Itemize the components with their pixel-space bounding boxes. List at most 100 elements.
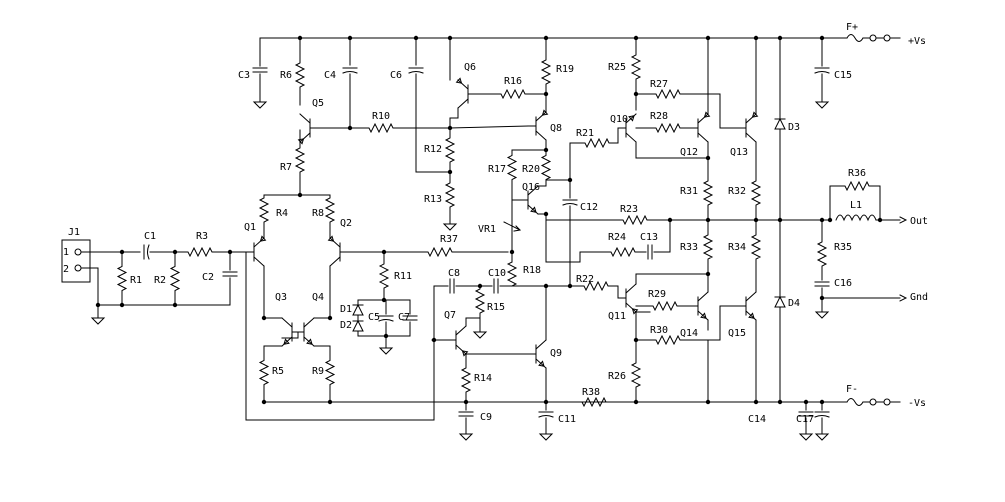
- junction-dot: [509, 249, 515, 255]
- resistor-r5: [258, 354, 270, 391]
- resistor-r6: [294, 54, 306, 96]
- capacitor-c17: [814, 411, 830, 418]
- j1-pin2: [74, 264, 82, 272]
- junction-dot: [95, 302, 101, 308]
- label-q1: Q1: [244, 222, 256, 233]
- resistor-r11: [378, 261, 390, 291]
- resistor-r18: [506, 261, 518, 287]
- label-r27: R27: [650, 79, 668, 90]
- ground-symbol: [458, 427, 474, 441]
- wire: [653, 219, 671, 253]
- label-q5: Q5: [312, 98, 324, 109]
- junction-dot: [347, 125, 353, 131]
- label-q16: Q16: [522, 182, 540, 193]
- capacitor-c6: [408, 67, 424, 74]
- capacitor-c9: [458, 411, 474, 417]
- resistor-r26: [630, 359, 642, 391]
- resistor-r4: [258, 194, 270, 226]
- label-d1: D1: [340, 304, 352, 315]
- transistor-q5: [299, 113, 319, 143]
- label-r23: R23: [620, 204, 638, 215]
- connector-j1: [61, 239, 91, 283]
- label-r33: R33: [680, 242, 698, 253]
- junction-dot: [463, 399, 469, 405]
- label-vr1: VR1: [478, 224, 496, 235]
- transistor-q3-arrow: [283, 338, 290, 345]
- junction-dot: [477, 283, 483, 289]
- resistor-r12: [444, 134, 456, 166]
- resistor-r27: [651, 88, 685, 100]
- label-r9: R9: [312, 366, 324, 377]
- label-r26: R26: [608, 371, 626, 382]
- junction-dot: [819, 399, 825, 405]
- resistor-r32: [750, 177, 762, 209]
- resistor-r24: [609, 246, 637, 258]
- wire: [263, 345, 283, 356]
- junction-dot: [753, 217, 759, 223]
- capacitor-c10: [493, 278, 499, 294]
- junction-dot: [705, 399, 711, 405]
- label-r10: R10: [372, 111, 390, 122]
- label-r4: R4: [276, 208, 288, 219]
- junction-dot: [633, 399, 639, 405]
- junction-dot: [381, 297, 387, 303]
- capacitor-c5: [378, 315, 394, 322]
- capacitor-c7: [402, 315, 418, 321]
- capacitor-c3: [252, 67, 268, 73]
- resistor-r35: [816, 239, 828, 269]
- diode-d1: [352, 303, 364, 316]
- resistor-r9: [324, 354, 336, 391]
- out-arrow: [899, 216, 908, 224]
- wire: [281, 331, 299, 339]
- label-d4: D4: [788, 298, 800, 309]
- transistor-q7-arrow: [461, 350, 469, 357]
- junction-dot: [705, 217, 711, 223]
- label-q3: Q3: [275, 292, 287, 303]
- transistor-q7: [447, 325, 467, 355]
- junction-dot: [413, 35, 419, 41]
- transistor-q9: [527, 339, 547, 369]
- label-r17: R17: [488, 164, 506, 175]
- ground-symbol: [798, 427, 814, 441]
- transistor-q16: [519, 185, 539, 215]
- label-r14: R14: [474, 373, 492, 384]
- inductor-l1: [835, 214, 877, 222]
- label-j1: J1: [68, 227, 80, 238]
- resistor-r36: [841, 180, 873, 192]
- transistor-q14-arrow: [700, 312, 707, 319]
- transistor-q13-arrow: [751, 111, 759, 118]
- wire: [313, 345, 331, 356]
- junction-dot: [227, 249, 233, 255]
- resistor-r28: [651, 122, 685, 134]
- transistor-q11-arrow: [631, 308, 639, 315]
- ground-symbol: [378, 341, 394, 355]
- capacitor-c16: [814, 281, 830, 287]
- label-c7: C7: [398, 312, 410, 323]
- resistor-r7: [294, 139, 306, 181]
- ground-symbol: [90, 311, 106, 325]
- junction-dot: [753, 35, 759, 41]
- wire: [537, 213, 547, 263]
- label-r1: R1: [130, 275, 142, 286]
- junction-dot: [447, 125, 453, 131]
- label-r16: R16: [504, 76, 522, 87]
- wire: [611, 127, 619, 144]
- transistor-q6: [457, 79, 477, 109]
- label-q11: Q11: [608, 311, 626, 322]
- label-r25: R25: [608, 62, 626, 73]
- wire: [635, 141, 709, 159]
- label-q7: Q7: [444, 310, 456, 321]
- ground-symbol: [538, 427, 554, 441]
- capacitor-c15: [814, 67, 830, 74]
- label-r28: R28: [650, 111, 668, 122]
- wire: [871, 185, 881, 221]
- transistor-q11: [617, 283, 637, 313]
- label-out: Out: [910, 216, 928, 227]
- label-q13: Q13: [730, 147, 748, 158]
- junction-dot: [297, 192, 303, 198]
- label-c9: C9: [480, 412, 492, 423]
- junction-dot: [172, 249, 178, 255]
- wire: [609, 285, 619, 299]
- wire: [449, 125, 529, 129]
- label-q6: Q6: [464, 62, 476, 73]
